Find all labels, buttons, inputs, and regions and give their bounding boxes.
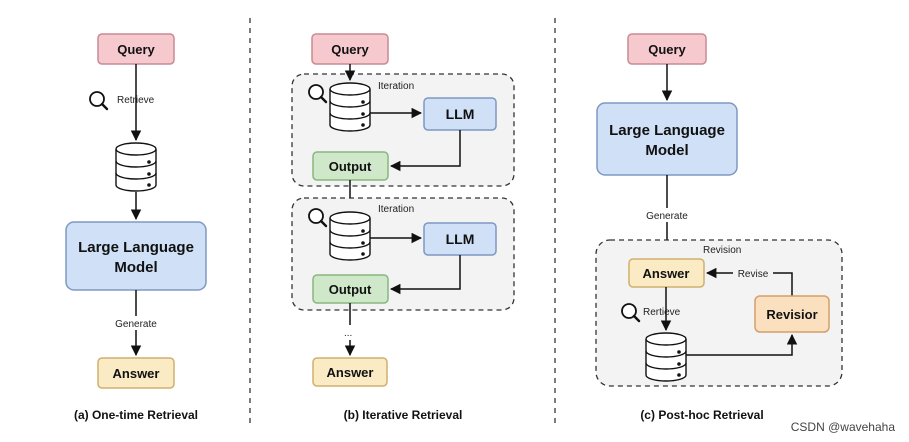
- revision-label: Revision: [703, 245, 741, 256]
- database-icon: [645, 332, 687, 382]
- database-icon: [329, 211, 371, 261]
- answer-box: [312, 357, 388, 387]
- caption-a: (a) One-time Retrieval: [74, 408, 198, 422]
- generate-label: Generate: [115, 319, 157, 330]
- ellipsis-label: ...: [344, 328, 352, 339]
- llm-label-line1: Large Language: [609, 122, 725, 139]
- llm-label-2: LLM: [446, 231, 475, 247]
- magnifier-icon: [88, 90, 109, 111]
- watermark: CSDN @wavehaha: [791, 420, 896, 434]
- database-icon: [329, 82, 371, 132]
- query-label: Query: [331, 42, 369, 57]
- caption-b: (b) Iterative Retrieval: [344, 408, 463, 422]
- output-label-2: Output: [329, 282, 372, 297]
- iteration-label-2: Iteration: [378, 204, 414, 215]
- llm-label-line1: Large Language: [78, 239, 194, 256]
- answer-label: Answer: [113, 366, 160, 381]
- query-label: Query: [117, 42, 155, 57]
- output-label-1: Output: [329, 159, 372, 174]
- caption-c: (c) Post-hoc Retrieval: [640, 408, 763, 422]
- answer-box: [97, 357, 175, 389]
- llm-label-line2: Model: [645, 142, 688, 159]
- retrieve-label: Rertieve: [643, 307, 681, 318]
- llm-label-1: LLM: [446, 106, 475, 122]
- arrow-llm-to-output-2: [389, 255, 461, 295]
- retrieve-label: Retrieve: [117, 95, 155, 106]
- generate-label: Generate: [646, 211, 688, 222]
- iteration-label-1: Iteration: [378, 81, 414, 92]
- revise-label-bg: [733, 266, 773, 280]
- panel-iterative-retrieval: Query Iteration LLM Output Iteration LLM…: [291, 33, 515, 422]
- generate-label-bg: [640, 208, 694, 222]
- arrow-llm-to-output-1: [389, 130, 461, 172]
- answer-label: Answer: [643, 266, 690, 281]
- revisior-label: Revisior: [766, 307, 817, 322]
- llm-label-line2: Model: [114, 259, 157, 276]
- panel-one-time-retrieval: Query Retrieve Large Language Model Gene…: [65, 33, 207, 422]
- revise-label: Revise: [738, 269, 769, 280]
- revisior-box: [754, 295, 830, 333]
- query-label: Query: [648, 42, 686, 57]
- llm-box: [65, 221, 207, 291]
- database-icon: [115, 142, 157, 192]
- llm-box: [596, 102, 738, 176]
- answer-label: Answer: [327, 365, 374, 380]
- generate-label-bg: [108, 316, 164, 330]
- arrow-db-to-revisior: [686, 333, 798, 356]
- panel-post-hoc-retrieval: Query Large Language Model Generate Revi…: [595, 33, 843, 422]
